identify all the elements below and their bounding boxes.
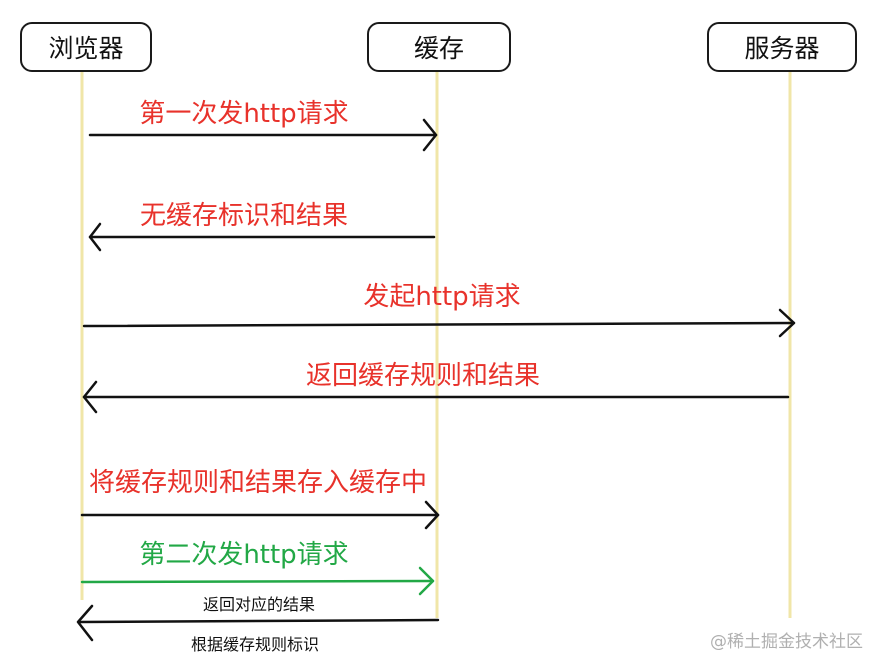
actor-browser: 浏览器 xyxy=(20,22,152,72)
message-arrow-1 xyxy=(88,118,438,152)
watermark: @稀土掘金技术社区 xyxy=(710,632,863,652)
actor-server-label: 服务器 xyxy=(744,34,820,63)
actor-cache-label: 缓存 xyxy=(413,34,464,63)
actor-browser-label: 浏览器 xyxy=(48,34,124,63)
message-label-3: 发起http请求 xyxy=(363,282,521,312)
actor-cache: 缓存 xyxy=(367,22,511,72)
message-label-4: 返回缓存规则和结果 xyxy=(305,361,541,391)
message-arrow-6 xyxy=(80,566,435,596)
message-label-1: 第一次发http请求 xyxy=(139,99,349,129)
note-label: 根据缓存规则标识 xyxy=(190,635,320,654)
message-label-2: 无缓存标识和结果 xyxy=(139,201,349,231)
message-arrow-2 xyxy=(88,222,436,252)
message-arrow-7 xyxy=(76,604,440,642)
message-label-5: 将缓存规则和结果存入缓存中 xyxy=(88,468,428,498)
message-arrow-3 xyxy=(82,308,796,338)
message-arrow-4 xyxy=(82,380,790,414)
actor-server: 服务器 xyxy=(707,22,857,72)
message-label-7: 返回对应的结果 xyxy=(202,595,316,614)
message-arrow-5 xyxy=(80,500,440,530)
message-label-6: 第二次发http请求 xyxy=(139,540,349,570)
